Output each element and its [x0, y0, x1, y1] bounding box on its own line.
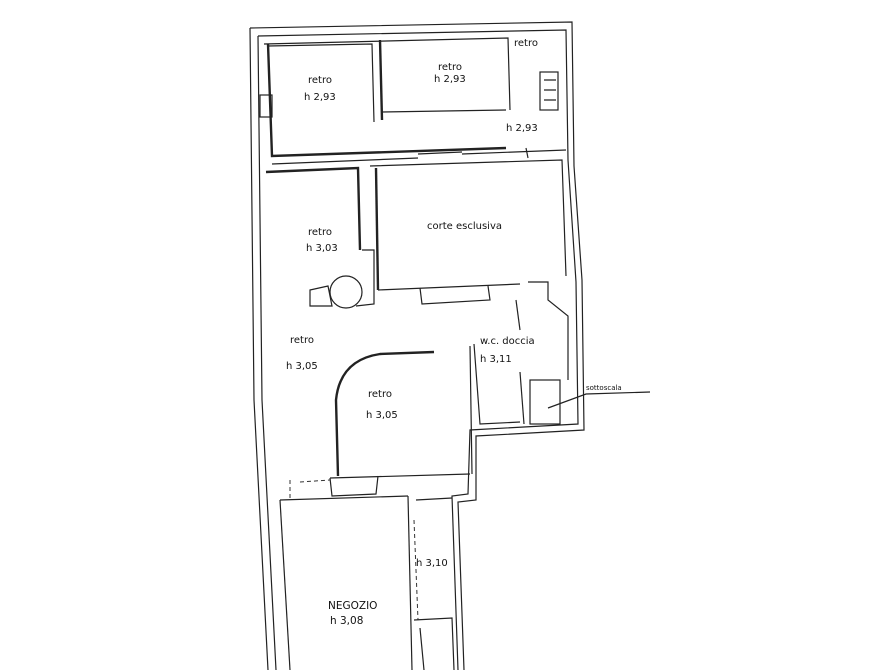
label-retro-top-left: retro: [308, 75, 332, 86]
room-labels: retro h 2,93 retro h 2,93 retro h 2,93 c…: [286, 38, 622, 627]
label-retro-left-corridor: retro: [290, 335, 314, 346]
label-height-top-left: h 2,93: [304, 92, 336, 103]
label-height-left-corridor: h 3,05: [286, 361, 318, 372]
shop-walls: [279, 479, 455, 670]
label-height-center: h 3,05: [366, 410, 398, 421]
label-height-top-right: h 2,93: [506, 123, 538, 134]
label-height-corridor: h 3,10: [416, 558, 448, 569]
label-height-top-mid: h 2,93: [434, 74, 466, 85]
label-retro-top-right: retro: [514, 38, 538, 49]
top-rooms-walls: [259, 37, 567, 165]
label-retro-mid-left: retro: [308, 227, 332, 238]
label-height-negozio: h 3,08: [330, 615, 363, 627]
outer-walls: [249, 21, 585, 670]
label-corte: corte esclusiva: [427, 221, 502, 232]
label-height-wc: h 3,11: [480, 354, 512, 365]
label-wc: w.c. doccia: [480, 336, 535, 347]
center-room-walls: [329, 345, 473, 497]
label-height-mid-left: h 3,03: [306, 243, 338, 254]
sottoscala-pointer: [547, 391, 651, 409]
label-negozio: NEGOZIO: [328, 600, 377, 612]
label-retro-top-mid: retro: [438, 62, 462, 73]
label-retro-center: retro: [368, 389, 392, 400]
label-sottoscala: sottoscala: [586, 384, 622, 392]
middle-rooms-walls: [265, 159, 569, 425]
